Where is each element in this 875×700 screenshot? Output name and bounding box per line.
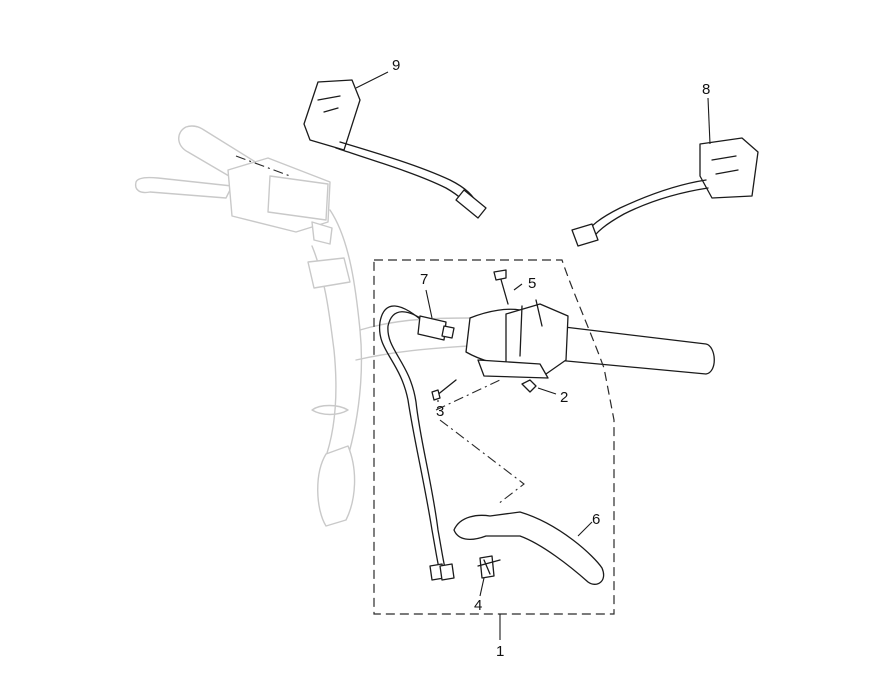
right-grip-assembly <box>431 269 715 401</box>
callout-3: 3 <box>436 403 444 420</box>
callout-6: 6 <box>592 511 600 528</box>
nut-2 <box>521 379 537 393</box>
right-grip <box>555 325 715 375</box>
screw-5 <box>499 275 509 305</box>
callout-2: 2 <box>560 389 568 406</box>
callout-9: 9 <box>392 57 400 74</box>
callout-4: 4 <box>474 597 482 614</box>
lever-6 <box>453 511 605 585</box>
callout-7: 7 <box>420 271 428 288</box>
left-switch-9 <box>303 79 487 219</box>
brake-light-switch <box>378 305 455 581</box>
callout-8: 8 <box>702 81 710 98</box>
kit-boundary <box>373 259 615 615</box>
brake-lever <box>453 511 605 585</box>
right-switch-8 <box>571 137 759 247</box>
callout-5: 5 <box>528 275 536 292</box>
callout-labels: 1 2 3 4 5 6 7 8 9 <box>392 57 710 660</box>
callout-1: 1 <box>496 643 504 660</box>
leader-lines <box>355 71 711 640</box>
handlebar-ghost <box>134 125 471 527</box>
